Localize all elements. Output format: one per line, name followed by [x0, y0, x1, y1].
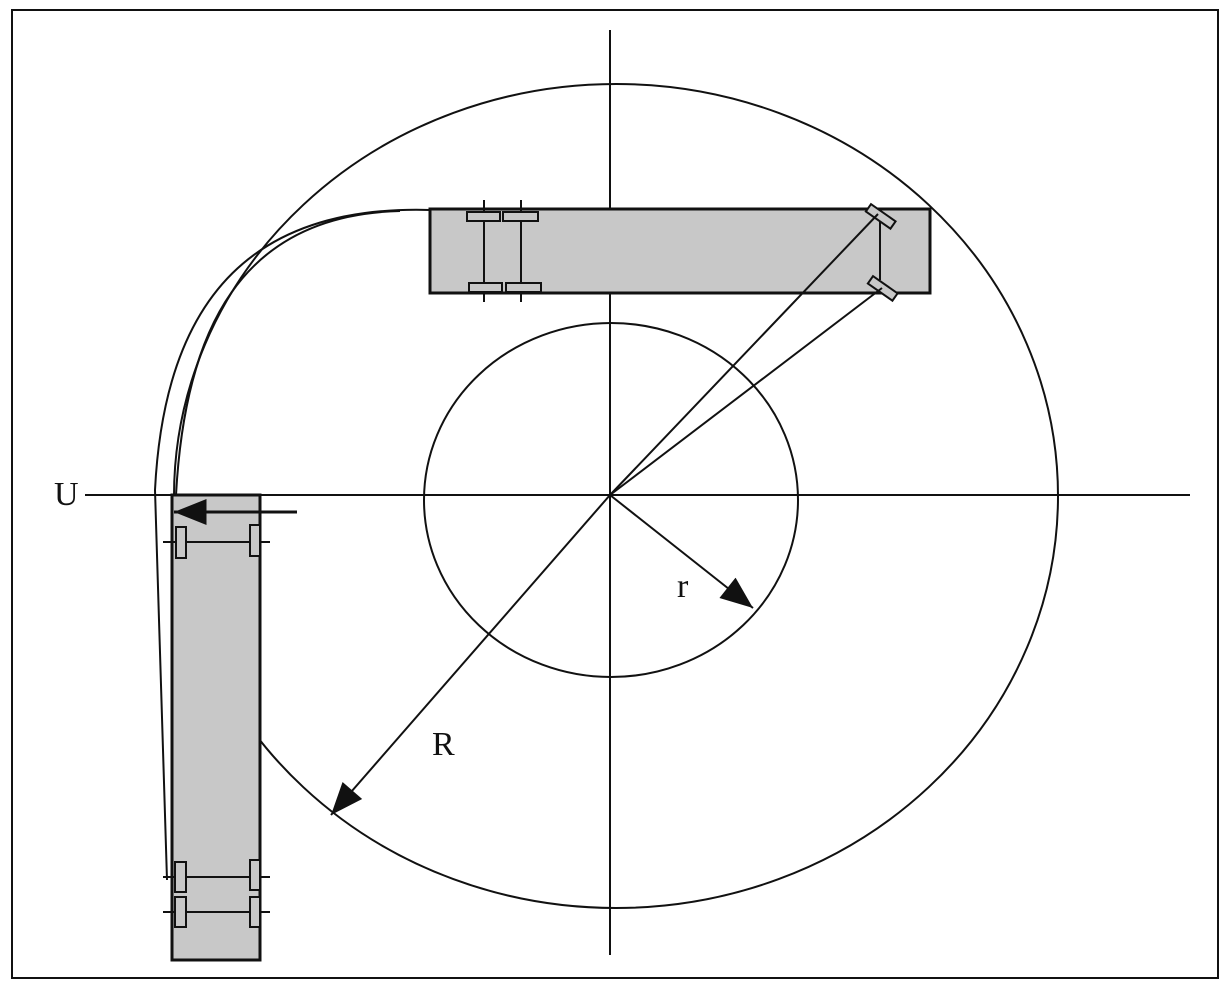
- swept-path-inner: [175, 210, 401, 496]
- vehicle-left: [163, 493, 297, 962]
- velocity-label: U: [54, 476, 79, 513]
- front-wheel-ray-1: [609, 213, 879, 496]
- front-wheel-ray-2: [609, 287, 883, 496]
- vehicle-top: [428, 200, 932, 303]
- inner-radius-arrow: [609, 494, 754, 609]
- outer-radius-label: R: [432, 726, 455, 763]
- frame: [11, 9, 1219, 979]
- inner-turning-circle: [423, 322, 799, 678]
- inner-radius-label: r: [677, 568, 689, 605]
- outer-radius-arrow: [330, 494, 611, 816]
